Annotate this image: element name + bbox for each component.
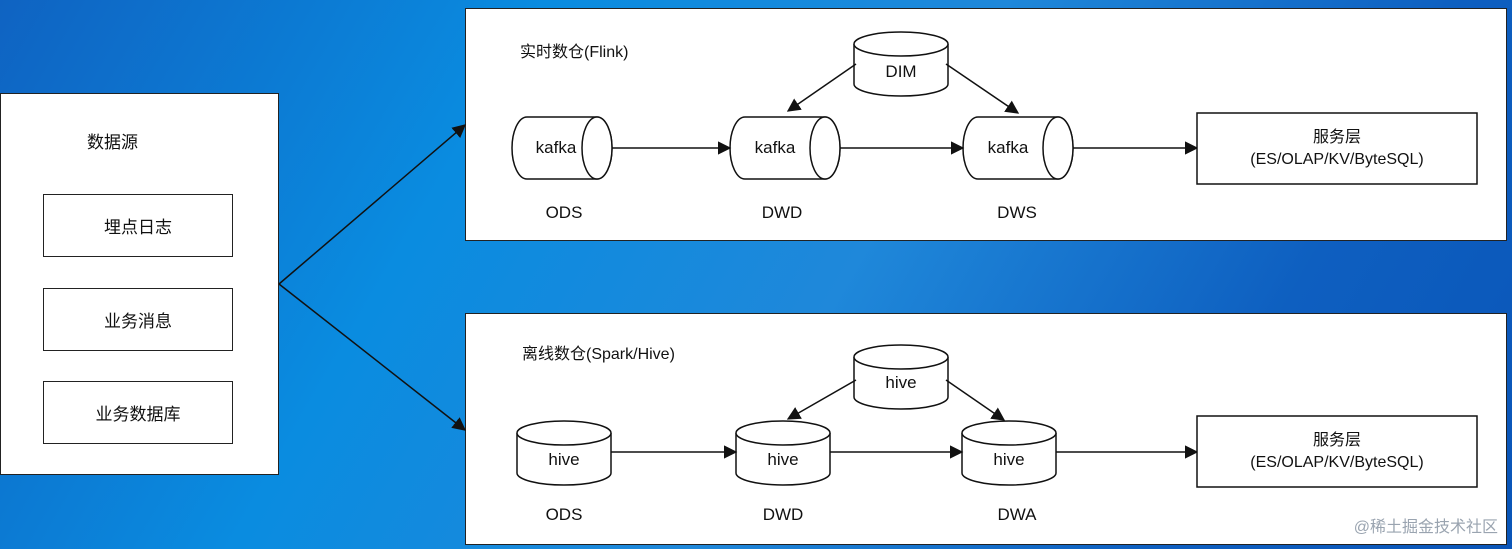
- arrow-source-to-realtime: [278, 124, 467, 285]
- offline-ods-shape-label: hive: [548, 450, 580, 469]
- offline-layer-dwd: DWD: [762, 505, 804, 524]
- realtime-dwd-shape-label: kafka: [754, 138, 796, 157]
- offline-title: 离线数仓(Spark/Hive): [522, 346, 675, 363]
- source-title: 数据源: [87, 133, 138, 152]
- source-item-business-database: 业务数据库: [43, 381, 233, 444]
- realtime-dws-shape-label: kafka: [987, 138, 1029, 157]
- watermark: @稀土掘金技术社区: [1353, 519, 1498, 536]
- realtime-title: 实时数仓(Flink): [520, 44, 629, 61]
- realtime-service-line2: (ES/OLAP/KV/ByteSQL): [1250, 150, 1424, 168]
- offline-service-line1: 服务层: [1312, 431, 1361, 449]
- realtime-ods-shape-label: kafka: [535, 138, 577, 157]
- offline-layer-dwa: DWA: [997, 505, 1037, 524]
- realtime-layer-dwd: DWD: [761, 203, 803, 222]
- realtime-layer-dws: DWS: [997, 203, 1037, 222]
- source-item-business-message: 业务消息: [43, 288, 233, 351]
- arrow-source-to-offline: [278, 283, 467, 431]
- offline-dim-label: hive: [885, 373, 917, 392]
- offline-service-text: 服务层 (ES/OLAP/KV/ByteSQL): [1197, 416, 1477, 487]
- offline-dwa-shape-label: hive: [993, 450, 1025, 469]
- realtime-service-text: 服务层 (ES/OLAP/KV/ByteSQL): [1197, 113, 1477, 184]
- realtime-service-line1: 服务层: [1312, 128, 1361, 146]
- source-item-tracking-log: 埋点日志: [43, 194, 233, 257]
- offline-service-line2: (ES/OLAP/KV/ByteSQL): [1250, 453, 1424, 471]
- realtime-layer-ods: ODS: [545, 203, 583, 222]
- offline-layer-ods: ODS: [545, 505, 583, 524]
- offline-dwd-shape-label: hive: [767, 450, 799, 469]
- realtime-dim-label: DIM: [885, 62, 917, 81]
